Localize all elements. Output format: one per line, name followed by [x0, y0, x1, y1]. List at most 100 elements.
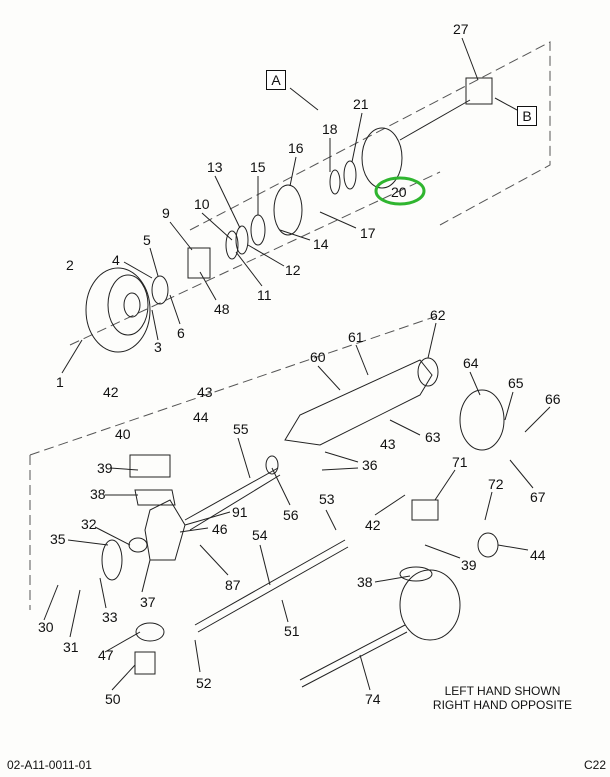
leader-line	[201, 212, 233, 241]
bracket-right	[411, 499, 439, 521]
leader-line	[469, 371, 481, 396]
callout-9: 9	[162, 205, 170, 221]
callout-38: 38	[357, 574, 373, 590]
kingpin-gasket	[134, 489, 176, 506]
axle-seal	[265, 455, 279, 475]
leader-line	[94, 526, 131, 546]
leader-line	[179, 527, 209, 533]
callout-20: 20	[391, 184, 407, 200]
seal	[225, 230, 239, 260]
callout-15: 15	[250, 159, 266, 175]
callout-4: 4	[112, 252, 120, 268]
callout-30: 30	[38, 619, 54, 635]
leader-line	[351, 112, 363, 163]
input-shaft	[399, 99, 471, 141]
callout-48: 48	[214, 301, 230, 317]
steering-knuckle	[144, 499, 186, 561]
leader-line	[279, 229, 311, 241]
bearing-cup	[250, 214, 266, 246]
yoke	[465, 77, 493, 105]
leader-line	[374, 494, 406, 516]
callout-16: 16	[288, 140, 304, 156]
hub-cover	[361, 127, 403, 189]
leader-line	[247, 244, 285, 267]
callout-32: 32	[81, 516, 97, 532]
callout-44: 44	[193, 409, 209, 425]
snap-ring	[329, 169, 341, 195]
leader-line	[355, 344, 369, 376]
axle-housing	[284, 359, 433, 446]
tie-rod	[194, 539, 346, 626]
brake-drum-inner	[107, 274, 149, 336]
leader-line	[325, 509, 337, 531]
leader-line	[374, 575, 411, 583]
wheel-hub	[273, 184, 303, 236]
sheet-code: C22	[584, 758, 607, 772]
drive-flange	[187, 247, 211, 279]
spindle-seal	[128, 537, 148, 553]
callout-55: 55	[233, 421, 249, 437]
seal-ring	[343, 160, 357, 190]
leader-line	[359, 654, 371, 691]
leader-line	[504, 391, 514, 421]
callout-87: 87	[225, 577, 241, 593]
callout-3: 3	[154, 339, 162, 355]
callout-39: 39	[461, 557, 477, 573]
leader-line	[289, 87, 319, 111]
callout-61: 61	[348, 329, 364, 345]
gasket-right	[399, 566, 433, 582]
callout-63: 63	[425, 429, 441, 445]
leader-line	[427, 322, 437, 359]
callout-40: 40	[115, 426, 131, 442]
callout-65: 65	[508, 375, 524, 391]
leader-line	[424, 544, 461, 559]
leader-line	[461, 37, 479, 81]
callout-42: 42	[365, 517, 381, 533]
callout-37: 37	[140, 594, 156, 610]
leader-line	[319, 211, 357, 229]
leader-line	[324, 451, 359, 463]
kingpin-cap	[135, 622, 165, 642]
leader-line	[199, 271, 217, 301]
leader-line	[69, 589, 81, 638]
callout-72: 72	[488, 476, 504, 492]
callout-2: 2	[66, 257, 74, 273]
callout-1: 1	[56, 374, 64, 390]
dashed-boundary-line	[189, 41, 551, 231]
callout-33: 33	[102, 609, 118, 625]
leader-line	[237, 437, 251, 479]
orientation-note: LEFT HAND SHOWN RIGHT HAND OPPOSITE	[420, 684, 585, 712]
callout-53: 53	[319, 491, 335, 507]
leader-line	[281, 599, 289, 623]
tie-rod	[197, 546, 349, 633]
leader-line	[434, 469, 456, 501]
callout-74: 74	[365, 691, 381, 707]
leader-line	[151, 309, 159, 341]
right-axle-shaft	[299, 624, 406, 681]
callout-18: 18	[322, 121, 338, 137]
callout-14: 14	[313, 236, 329, 252]
drawing-number: 02-A11-0011-01	[7, 758, 92, 772]
leader-line	[43, 584, 59, 621]
lower-cap	[134, 651, 156, 675]
leader-line	[111, 664, 136, 691]
leader-line	[109, 467, 139, 471]
callout-17: 17	[360, 225, 376, 241]
bearing	[235, 225, 249, 255]
leader-line	[497, 544, 529, 551]
callout-64: 64	[463, 355, 479, 371]
callout-50: 50	[105, 691, 121, 707]
dashed-boundary-line	[69, 171, 441, 346]
leader-line	[104, 631, 141, 653]
callout-27: 27	[453, 21, 469, 37]
callout-13: 13	[207, 159, 223, 175]
leader-line	[389, 419, 421, 436]
drum-center	[123, 292, 141, 318]
callout-31: 31	[63, 639, 79, 655]
note-line-2: RIGHT HAND OPPOSITE	[432, 698, 573, 712]
callout-36: 36	[362, 457, 378, 473]
differential-carrier	[459, 389, 505, 451]
leader-line	[494, 97, 518, 111]
callout-51: 51	[284, 623, 300, 639]
